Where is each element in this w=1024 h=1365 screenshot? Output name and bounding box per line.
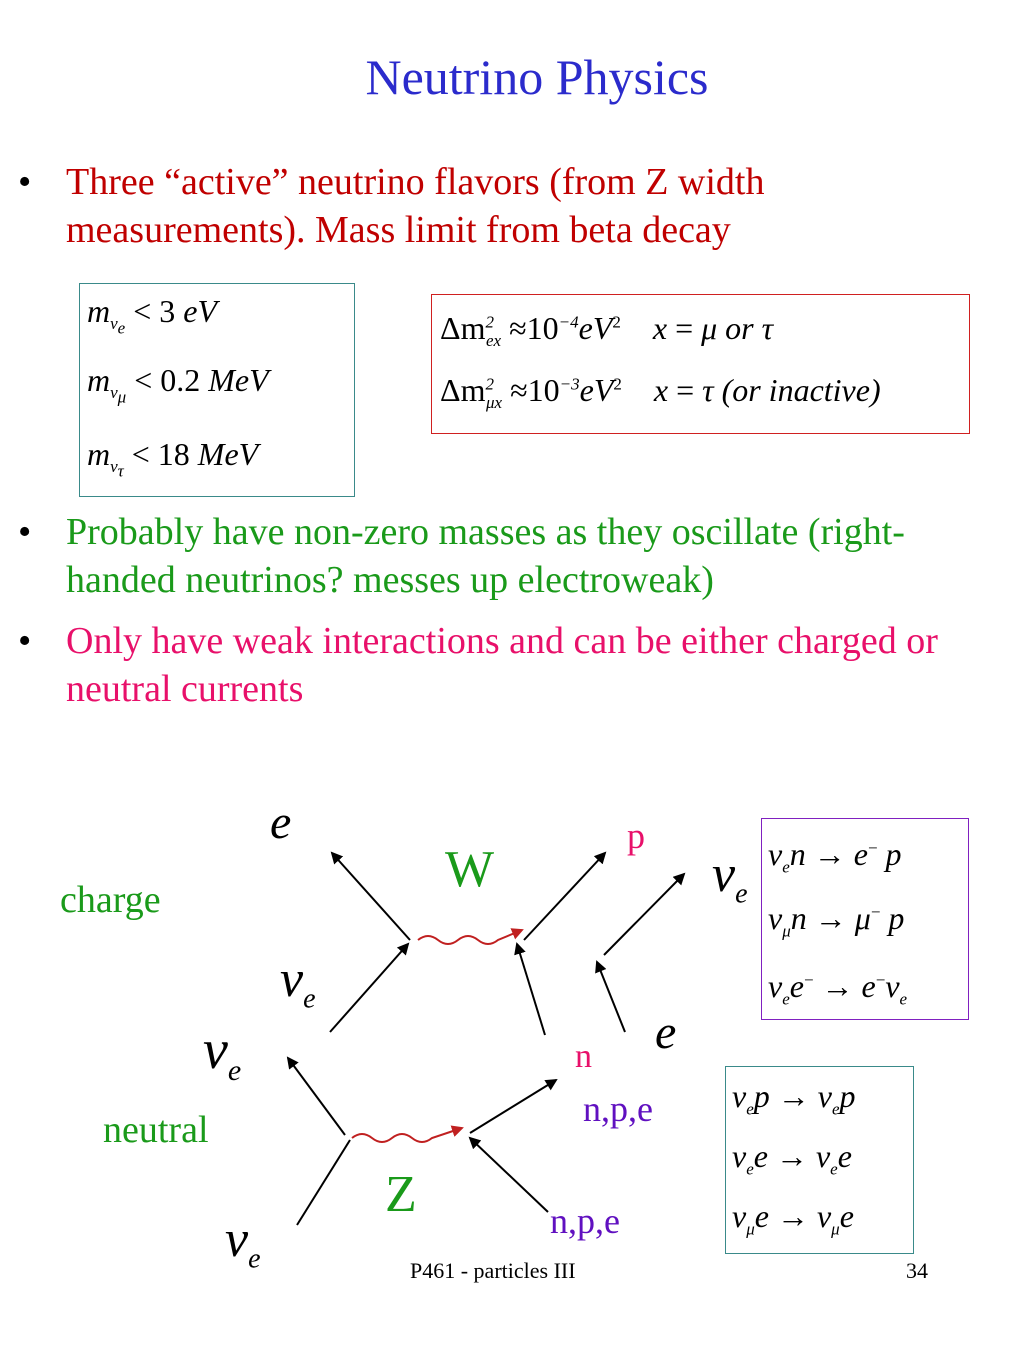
z-boson-line — [351, 1125, 464, 1143]
mass-limit-box — [79, 283, 355, 497]
neutral-reaction-1: νep → νep — [732, 1078, 856, 1119]
label-e-out: e — [270, 796, 292, 849]
line-nu-in-z — [296, 1139, 351, 1226]
label-npe-in: n,p,e — [550, 1201, 620, 1241]
line-p-out-w — [523, 851, 607, 941]
mass-limit-electron: mνe < 3 eV — [87, 293, 217, 338]
label-w-boson: W — [445, 841, 495, 898]
label-nu-out: νe — [712, 846, 748, 910]
oscillation-box — [431, 294, 970, 434]
label-charge: charge — [60, 879, 161, 921]
neutral-reaction-3: νμe → νμe — [732, 1198, 854, 1239]
line-nu-in-w — [329, 942, 410, 1033]
line-e-out-w — [330, 851, 411, 941]
label-nu-in: νe — [280, 951, 316, 1015]
line-nu-out-right — [603, 872, 686, 956]
bullet-text: Three “active” neutrino flavors (from Z … — [66, 161, 765, 251]
charged-reaction-2: νμn → μ− p — [768, 900, 905, 941]
mass-limit-muon: mνμ < 0.2 MeV — [87, 362, 269, 407]
line-npe-out-z — [469, 1078, 558, 1134]
mass-limit-tau: mντ < 18 MeV — [87, 436, 259, 481]
label-p: p — [627, 816, 645, 856]
line-n-in-w — [514, 942, 546, 1036]
line-e-in-right — [595, 960, 626, 1033]
neutral-reaction-2: νee → νee — [732, 1138, 852, 1179]
label-nu-z-in: νe — [225, 1211, 261, 1275]
charged-reaction-1: νen → e− p — [768, 836, 902, 877]
bullet-text: Probably have non-zero masses as they os… — [66, 511, 905, 601]
label-e-in: e — [655, 1006, 677, 1059]
charged-reactions-box — [761, 818, 969, 1020]
oscillation-ex: Δm2ex ≈10−4eV2 x = μ or τ — [440, 310, 774, 351]
line-npe-in-z — [468, 1136, 549, 1213]
bullet-marker: • — [18, 511, 32, 553]
bullet-marker: • — [18, 620, 32, 662]
bullet-marker: • — [18, 161, 32, 203]
footer-course: P461 - particles III — [410, 1258, 576, 1283]
label-z-boson: Z — [385, 1166, 417, 1223]
slide-title: Neutrino Physics — [365, 49, 709, 105]
oscillation-mux: Δm2μx ≈10−3eV2 x = τ (or inactive) — [440, 372, 881, 413]
label-nu-z-out: νe — [203, 1019, 242, 1088]
neutral-reactions-box — [725, 1066, 914, 1254]
label-npe-out: n,p,e — [583, 1089, 653, 1129]
label-n: n — [575, 1038, 592, 1075]
footer-page-number: 34 — [906, 1258, 928, 1283]
w-boson-line — [417, 928, 524, 945]
bullet-text: Only have weak interactions and can be e… — [66, 620, 938, 710]
line-nu-out-z — [286, 1056, 346, 1136]
charged-reaction-3: νee− → e−νe — [768, 968, 908, 1009]
label-neutral: neutral — [103, 1109, 209, 1151]
